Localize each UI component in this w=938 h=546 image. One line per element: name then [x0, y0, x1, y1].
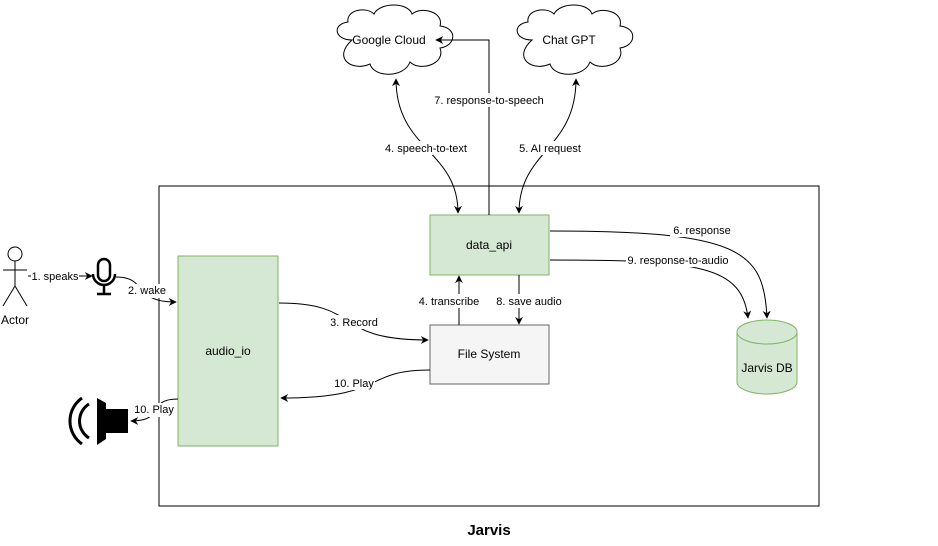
- data-api-node[interactable]: data_api: [429, 214, 550, 276]
- svg-text:8. save audio: 8. save audio: [496, 296, 561, 308]
- file-system-node[interactable]: File System: [429, 324, 550, 385]
- actor-node[interactable]: Actor: [1, 246, 29, 327]
- svg-text:4. transcribe: 4. transcribe: [419, 296, 480, 308]
- svg-text:Jarvis DB: Jarvis DB: [741, 361, 792, 375]
- svg-text:Google Cloud: Google Cloud: [352, 33, 425, 47]
- audio-io-node[interactable]: audio_io: [177, 255, 279, 447]
- database-cylinder-icon: [736, 319, 798, 395]
- google-cloud-node[interactable]: Google Cloud: [336, 4, 454, 75]
- speaker-icon: [68, 396, 128, 446]
- svg-text:10. Play: 10. Play: [334, 378, 374, 390]
- svg-text:1. speaks: 1. speaks: [31, 271, 79, 283]
- svg-text:2. wake: 2. wake: [128, 285, 166, 297]
- svg-text:5. AI request: 5. AI request: [519, 143, 581, 155]
- svg-text:9. response-to-audio: 9. response-to-audio: [628, 255, 729, 267]
- svg-text:data_api: data_api: [466, 238, 512, 252]
- svg-text:audio_io: audio_io: [205, 344, 251, 358]
- svg-text:Actor: Actor: [1, 313, 29, 327]
- jarvis-db-node[interactable]: Jarvis DB: [736, 319, 798, 395]
- edge-response-to-speech: [435, 36, 490, 215]
- chat-gpt-node[interactable]: Chat GPT: [516, 4, 634, 75]
- svg-text:10. Play: 10. Play: [134, 404, 174, 416]
- svg-text:3. Record: 3. Record: [330, 317, 378, 329]
- edge-response: [549, 230, 771, 319]
- svg-text:Chat GPT: Chat GPT: [542, 33, 596, 47]
- microphone-icon: [91, 257, 117, 296]
- svg-text:7. response-to-speech: 7. response-to-speech: [434, 95, 543, 107]
- jarvis-title: Jarvis: [467, 522, 510, 539]
- cloud-shape-icon: [516, 4, 634, 75]
- svg-text:6. response: 6. response: [673, 225, 730, 237]
- svg-text:4. speech-to-text: 4. speech-to-text: [385, 143, 467, 155]
- cloud-shape-icon: [336, 4, 454, 75]
- actor-stick-figure-icon: [2, 246, 28, 307]
- edge-response-to-audio: [549, 259, 752, 319]
- svg-text:File System: File System: [458, 347, 521, 361]
